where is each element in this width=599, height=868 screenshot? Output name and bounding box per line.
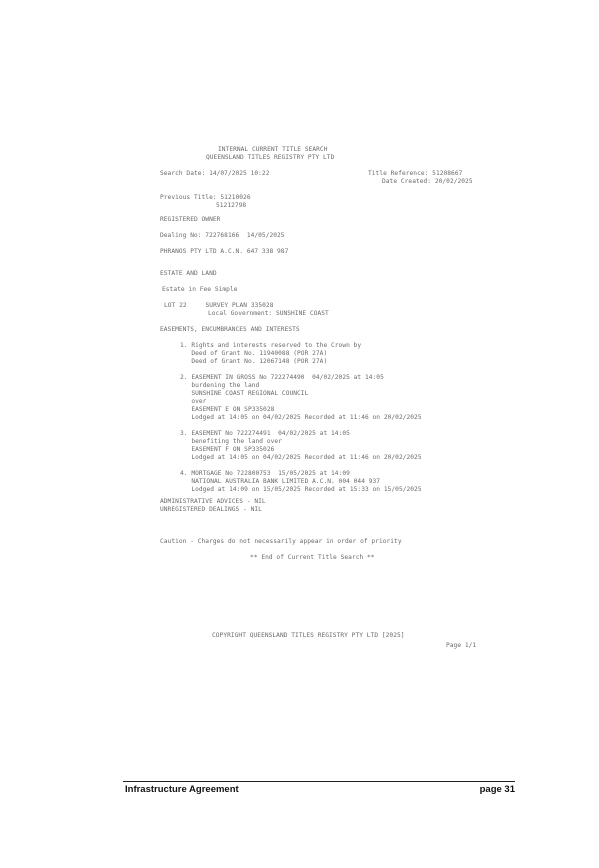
dealing-number: Dealing No: 722768166 14/05/2025 [160, 232, 285, 239]
item-3-line: EASEMENT F ON SP335026 [180, 446, 275, 453]
header-line-1: INTERNAL CURRENT TITLE SEARCH [218, 146, 328, 153]
scan-page-number: Page 1/1 [446, 642, 477, 649]
administrative-advices: ADMINISTRATIVE ADVICES - NIL [160, 498, 266, 505]
search-date: Search Date: 14/07/2025 10:22 [160, 170, 270, 177]
item-1-line: Deed of Grant No. 11940088 (POR 27A) [180, 350, 328, 357]
item-2-line: Lodged at 14:05 on 04/02/2025 Recorded a… [180, 414, 422, 421]
item-3-line: Lodged at 14:05 on 04/02/2025 Recorded a… [180, 454, 422, 461]
item-2-line: EASEMENT E ON SP335028 [180, 406, 275, 413]
footer-page-number: page 31 [479, 784, 515, 795]
owner-name: PHRANOS PTY LTD A.C.N. 647 338 987 [160, 248, 289, 255]
title-reference: Title Reference: 51208667 [368, 170, 463, 177]
copyright-line: COPYRIGHT QUEENSLAND TITLES REGISTRY PTY… [212, 632, 405, 639]
item-2-line: SUNSHINE COAST REGIONAL COUNCIL [180, 390, 309, 397]
item-2-line: over [180, 398, 207, 405]
item-3-line: 3. EASEMENT No 722274491 04/02/2025 at 1… [180, 430, 350, 437]
item-4-line: NATIONAL AUSTRALIA BANK LIMITED A.C.N. 0… [180, 478, 381, 485]
end-of-search: ** End of Current Title Search ** [250, 554, 375, 561]
previous-title-2: 51212798 [216, 202, 247, 209]
lot-description: LOT 22 SURVEY PLAN 335028 [164, 302, 274, 309]
item-4-line: Lodged at 14:09 on 15/05/2025 Recorded a… [180, 486, 422, 493]
estate-heading: ESTATE AND LAND [160, 270, 217, 277]
scanned-title-search: INTERNAL CURRENT TITLE SEARCH QUEENSLAND… [150, 140, 480, 660]
local-government: Local Government: SUNSHINE COAST [208, 310, 329, 317]
item-2-line: 2. EASEMENT IN GROSS No 722274490 04/02/… [180, 374, 384, 381]
item-2-line: burdening the land [180, 382, 260, 389]
date-created: Date Created: 20/02/2025 [382, 178, 473, 185]
estate-type: Estate in Fee Simple [162, 286, 238, 293]
footer-document-title: Infrastructure Agreement [125, 784, 239, 795]
header-line-2: QUEENSLAND TITLES REGISTRY PTY LTD [206, 154, 335, 161]
item-3-line: benefiting the land over [180, 438, 282, 445]
unregistered-dealings: UNREGISTERED DEALINGS - NIL [160, 506, 262, 513]
easements-heading: EASEMENTS, ENCUMBRANCES AND INTERESTS [160, 326, 300, 333]
registered-owner-heading: REGISTERED OWNER [160, 216, 221, 223]
previous-title: Previous Title: 51210026 [160, 194, 251, 201]
item-4-line: 4. MORTGAGE No 722800753 15/05/2025 at 1… [180, 470, 350, 477]
caution-note: Caution - Charges do not necessarily app… [160, 538, 402, 545]
item-1-line: Deed of Grant No. 12067148 (POR 27A) [180, 358, 328, 365]
item-1-line: 1. Rights and interests reserved to the … [180, 342, 362, 349]
footer-divider [123, 781, 515, 782]
